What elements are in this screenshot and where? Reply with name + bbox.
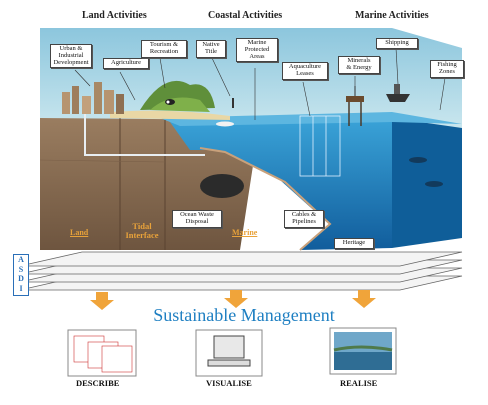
realise-thumbnail <box>329 327 397 375</box>
outcome-realise: REALISE <box>340 378 378 388</box>
callout-minerals-energy: Minerals& Energy <box>338 56 380 74</box>
zone-label-marine: Marine <box>232 228 258 237</box>
sea-front <box>170 118 392 250</box>
callout-cables-pipelines: Cables &Pipelines <box>284 210 324 228</box>
header-marine-activities: Marine Activities <box>355 10 429 21</box>
callout-agriculture: Agriculture <box>103 58 149 69</box>
outcome-visualise: VISUALISE <box>206 378 252 388</box>
header-land-activities: Land Activities <box>82 10 147 21</box>
outcome-describe: DESCRIBE <box>76 378 120 388</box>
callout-heritage: Heritage <box>334 238 374 249</box>
describe-thumbnail <box>67 329 137 377</box>
zone-label-land: Land <box>70 228 89 237</box>
header-coastal-activities: Coastal Activities <box>208 10 283 21</box>
callout-tourism-recreation: Tourism &Recreation <box>141 40 187 58</box>
callout-shipping: Shipping <box>376 38 418 49</box>
sustainable-management-title: Sustainable Management <box>153 305 335 325</box>
sea-surface <box>160 112 462 126</box>
visualise-thumbnail <box>195 329 263 377</box>
